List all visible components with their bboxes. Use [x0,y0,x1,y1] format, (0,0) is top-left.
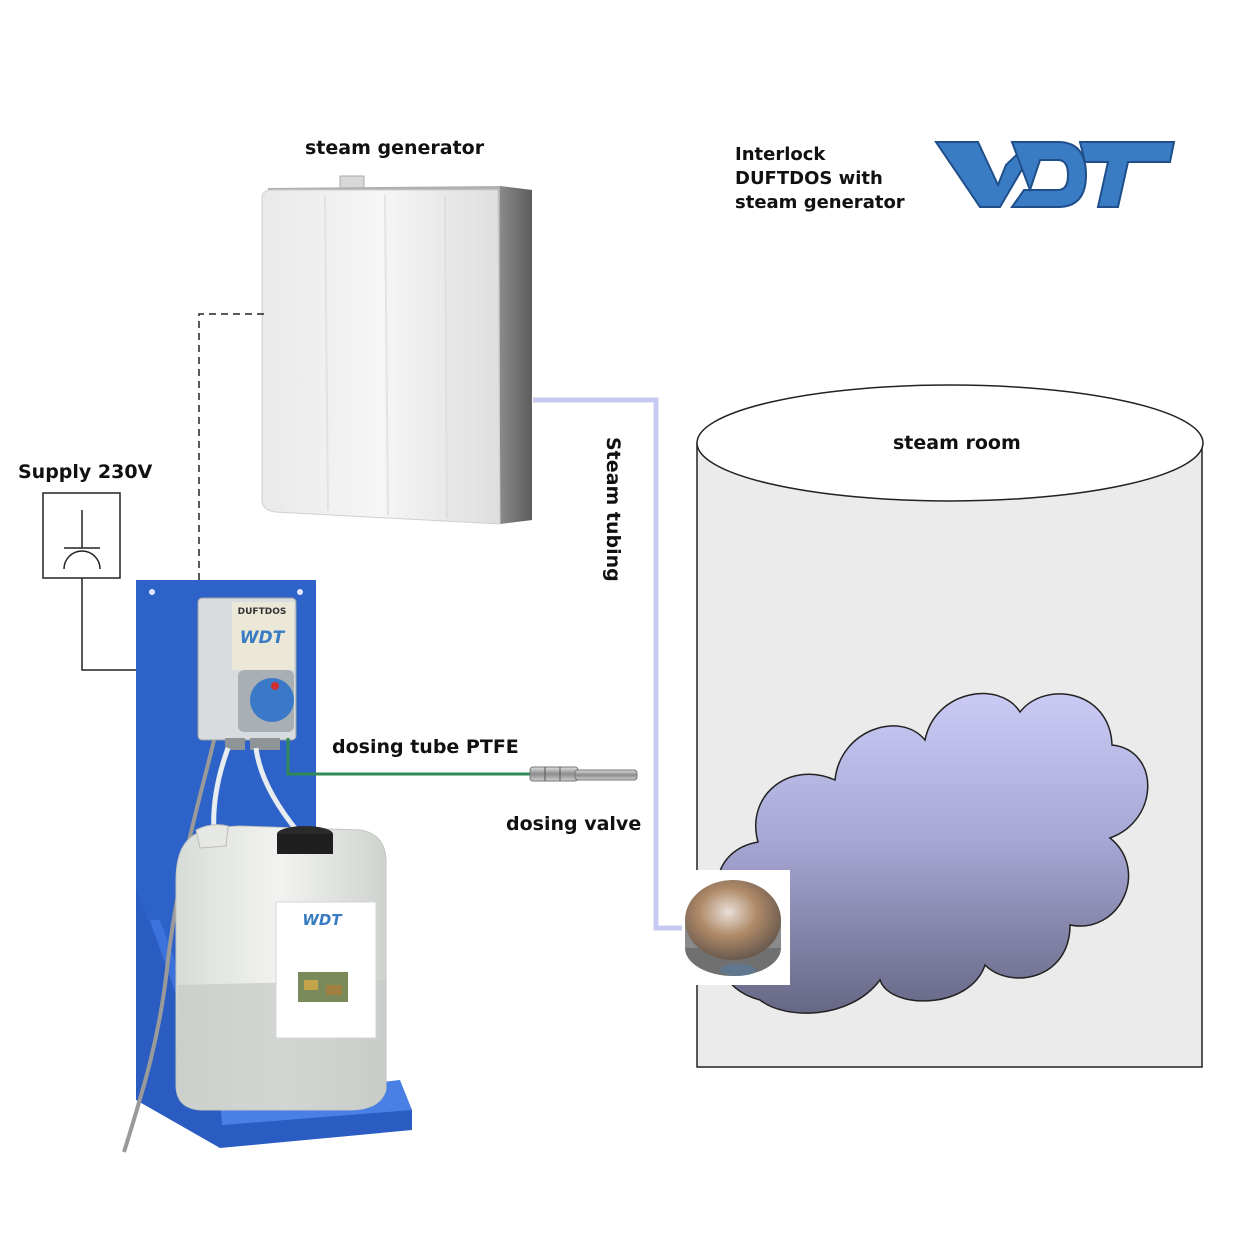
dosing-valve-icon [529,766,638,782]
title-line-1: Interlock [735,144,826,165]
canister-logo: WDT [302,911,343,929]
title-line-3: steam generator [735,192,905,213]
steam-tubing-line [533,397,682,931]
duftdos-pump: DUFTDOS WDT [197,597,297,750]
dosing-valve-label: dosing valve [506,813,642,835]
diagram-title: Interlock DUFTDOS with steam generator [735,143,905,215]
dosing-tube-label: dosing tube PTFE [332,736,519,758]
interlock-signal-line [198,313,264,580]
duftdos-brand: DUFTDOS [238,607,287,617]
supply-label: Supply 230V [18,461,153,483]
steam-generator-label: steam generator [305,137,485,159]
title-line-2: DUFTDOS with [735,168,883,189]
socket-symbol-icon [42,492,121,579]
power-cable [122,739,216,1153]
return-tube [253,747,300,834]
duftdos-logo: WDT [240,628,286,648]
steam-cloud-icon [716,692,1149,1014]
wdt-logo-icon [934,141,1176,208]
steam-room-label: steam room [893,432,1021,454]
steam-tubing-label: Steam tubing [602,437,624,582]
dosing-tube-line [286,738,532,776]
fragrance-canister: WDT [175,824,387,1111]
steam-generator-unit [261,175,532,525]
suction-tube [211,747,231,833]
steam-nozzle-icon [680,870,790,985]
